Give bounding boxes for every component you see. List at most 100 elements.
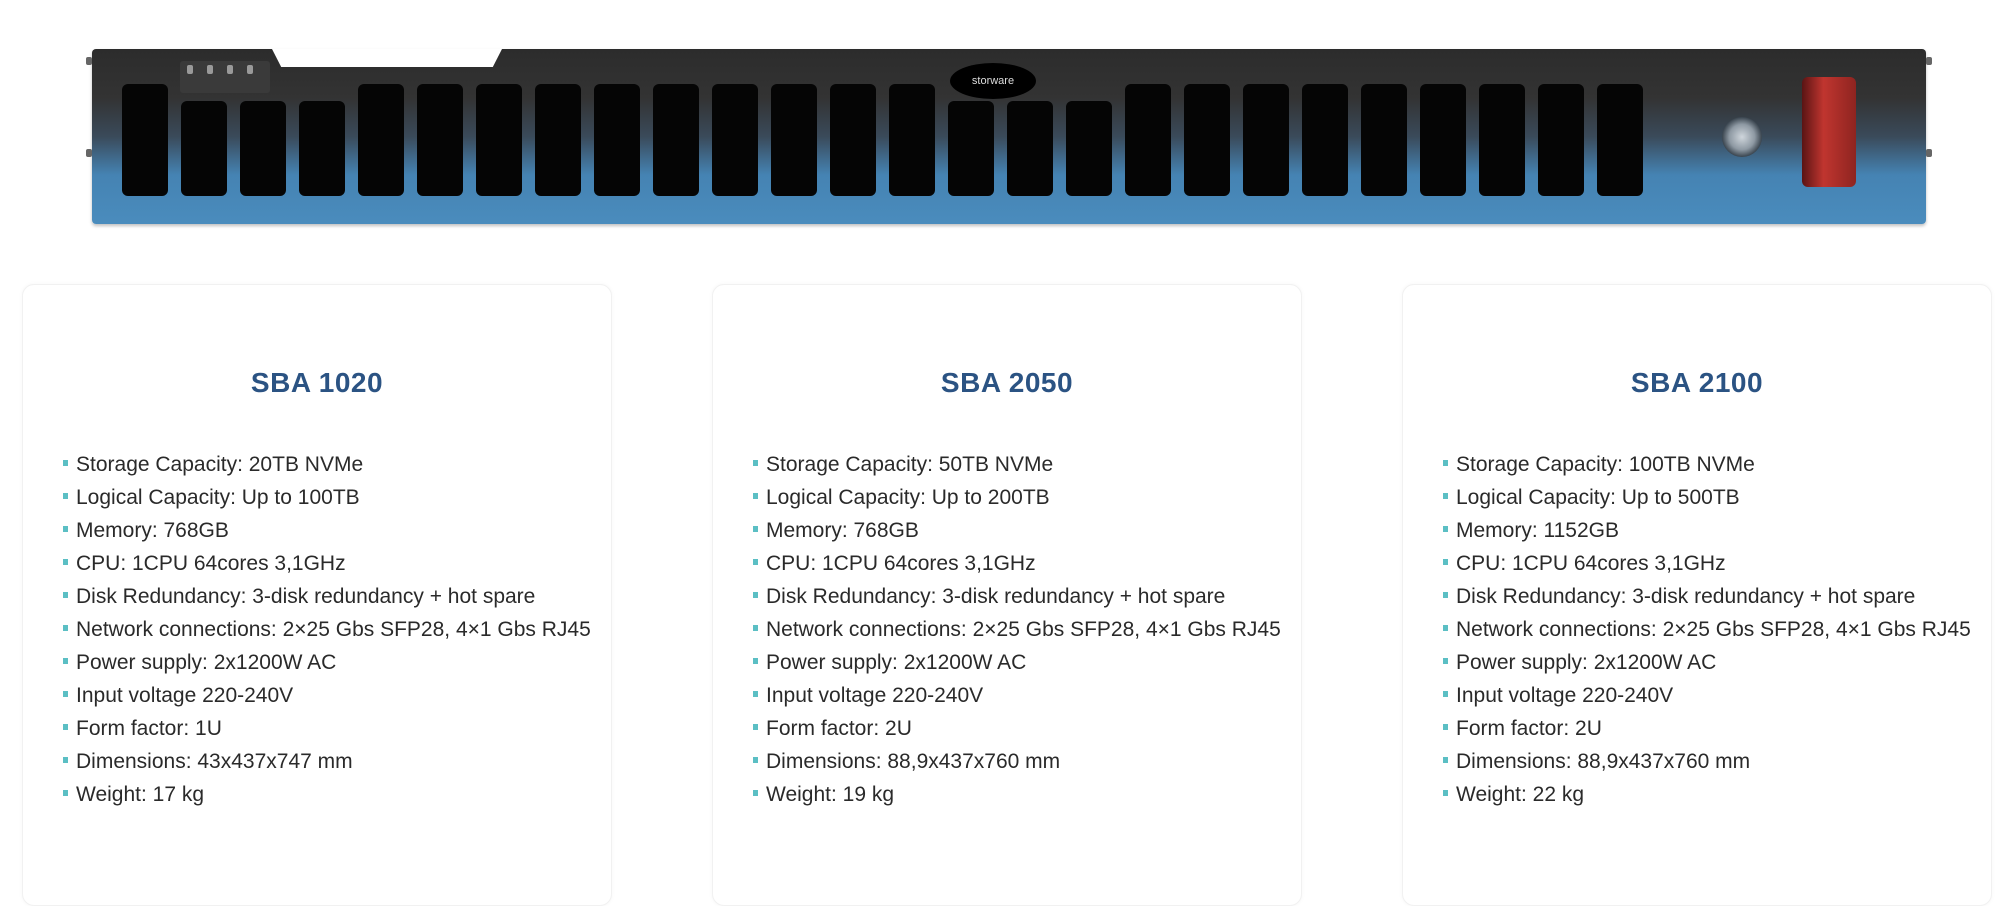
spec-text: Network connections: 2×25 Gbs SFP28, 4×1… (1456, 618, 1971, 641)
drive-bay-slot (476, 84, 522, 196)
spec-item: Form factor: 1U (63, 712, 591, 745)
product-title: SBA 2100 (1630, 367, 1764, 398)
spec-text: CPU: 1CPU 64cores 3,1GHz (1456, 552, 1726, 575)
status-leds (180, 61, 270, 93)
drive-bay-slot (1184, 84, 1230, 196)
bullet-icon (753, 625, 758, 632)
spec-text: Power supply: 2x1200W AC (1456, 651, 1717, 674)
bullet-icon (63, 460, 68, 467)
spec-item: Dimensions: 88,9x437x760 mm (1443, 745, 1971, 778)
spec-item: Dimensions: 88,9x437x760 mm (753, 745, 1281, 778)
bullet-icon (753, 757, 758, 764)
spec-item: Network connections: 2×25 Gbs SFP28, 4×1… (753, 613, 1281, 646)
spec-text: Weight: 19 kg (766, 783, 895, 806)
spec-item: Form factor: 2U (753, 712, 1281, 745)
spec-text: Input voltage 220-240V (1456, 684, 1674, 707)
spec-item: Weight: 22 kg (1443, 778, 1971, 811)
bullet-icon (753, 691, 758, 698)
spec-text: Power supply: 2x1200W AC (766, 651, 1027, 674)
spec-item: Logical Capacity: Up to 500TB (1443, 481, 1971, 514)
spec-text: Input voltage 220-240V (76, 684, 294, 707)
spec-item: Disk Redundancy: 3-disk redundancy + hot… (753, 580, 1281, 613)
bullet-icon (753, 592, 758, 599)
drive-bay-slot (535, 84, 581, 196)
power-button-icon (1722, 117, 1762, 157)
bullet-icon (1443, 559, 1448, 566)
bullet-icon (63, 559, 68, 566)
drive-bay-slot (594, 84, 640, 196)
spec-text: Form factor: 1U (76, 717, 222, 740)
spec-item: Logical Capacity: Up to 100TB (63, 481, 591, 514)
bullet-icon (1443, 790, 1448, 797)
brand-logo: storware (950, 63, 1036, 99)
spec-text: Weight: 22 kg (1456, 783, 1585, 806)
bullet-icon (63, 493, 68, 500)
spec-text: Form factor: 2U (766, 717, 912, 740)
spec-item: Weight: 17 kg (63, 778, 591, 811)
drive-bay-slot (712, 84, 758, 196)
bullet-icon (63, 625, 68, 632)
drive-bay-slot (1302, 84, 1348, 196)
spec-text: Logical Capacity: Up to 100TB (76, 486, 360, 509)
spec-item: Memory: 1152GB (1443, 514, 1971, 547)
spec-text: CPU: 1CPU 64cores 3,1GHz (76, 552, 346, 575)
drive-bay-slot (889, 84, 935, 196)
spec-item: Form factor: 2U (1443, 712, 1971, 745)
bullet-icon (1443, 757, 1448, 764)
spec-item: CPU: 1CPU 64cores 3,1GHz (63, 547, 591, 580)
drive-bay-slot (1007, 101, 1053, 196)
spec-item: Memory: 768GB (63, 514, 591, 547)
bullet-icon (1443, 526, 1448, 533)
spec-text: Memory: 1152GB (1456, 519, 1620, 542)
spec-item: Weight: 19 kg (753, 778, 1281, 811)
spec-item: CPU: 1CPU 64cores 3,1GHz (1443, 547, 1971, 580)
spec-item: Memory: 768GB (753, 514, 1281, 547)
spec-text: Storage Capacity: 50TB NVMe (766, 453, 1054, 476)
spec-text: Network connections: 2×25 Gbs SFP28, 4×1… (76, 618, 591, 641)
spec-text: Logical Capacity: Up to 500TB (1456, 486, 1740, 509)
bullet-icon (1443, 691, 1448, 698)
drive-bay-slot (1420, 84, 1466, 196)
spec-text: Memory: 768GB (766, 519, 919, 542)
bullet-icon (753, 460, 758, 467)
spec-text: Disk Redundancy: 3-disk redundancy + hot… (1456, 585, 1916, 608)
drive-bay-slot (417, 84, 463, 196)
spec-text: Network connections: 2×25 Gbs SFP28, 4×1… (766, 618, 1281, 641)
spec-text: Dimensions: 43x437x747 mm (76, 750, 353, 773)
drive-bay-slot (1538, 84, 1584, 196)
bullet-icon (753, 559, 758, 566)
spec-text: Weight: 17 kg (76, 783, 205, 806)
drive-bay-slot (653, 84, 699, 196)
drive-bay-slot (1361, 84, 1407, 196)
drive-bay-slot (948, 101, 994, 196)
bullet-icon (753, 493, 758, 500)
drive-bay-slot (1597, 84, 1643, 196)
bullet-icon (1443, 658, 1448, 665)
screw-icon (86, 57, 92, 65)
drive-bay-slot (181, 101, 227, 196)
drive-bay-slot (1125, 84, 1171, 196)
drive-bay-slot (358, 84, 404, 196)
spec-text: Storage Capacity: 100TB NVMe (1456, 453, 1755, 476)
screw-icon (1926, 149, 1932, 157)
spec-text: Memory: 768GB (76, 519, 229, 542)
spec-item: Disk Redundancy: 3-disk redundancy + hot… (63, 580, 591, 613)
bullet-icon (1443, 625, 1448, 632)
spec-text: Power supply: 2x1200W AC (76, 651, 337, 674)
spec-item: Logical Capacity: Up to 200TB (753, 481, 1281, 514)
spec-text: Disk Redundancy: 3-disk redundancy + hot… (766, 585, 1226, 608)
bullet-icon (63, 658, 68, 665)
bullet-icon (63, 526, 68, 533)
drive-bay-slot (1243, 84, 1289, 196)
spec-item: Network connections: 2×25 Gbs SFP28, 4×1… (1443, 613, 1971, 646)
screw-icon (86, 149, 92, 157)
drive-bay-slot (1066, 101, 1112, 196)
bullet-icon (753, 658, 758, 665)
spec-text: Form factor: 2U (1456, 717, 1602, 740)
